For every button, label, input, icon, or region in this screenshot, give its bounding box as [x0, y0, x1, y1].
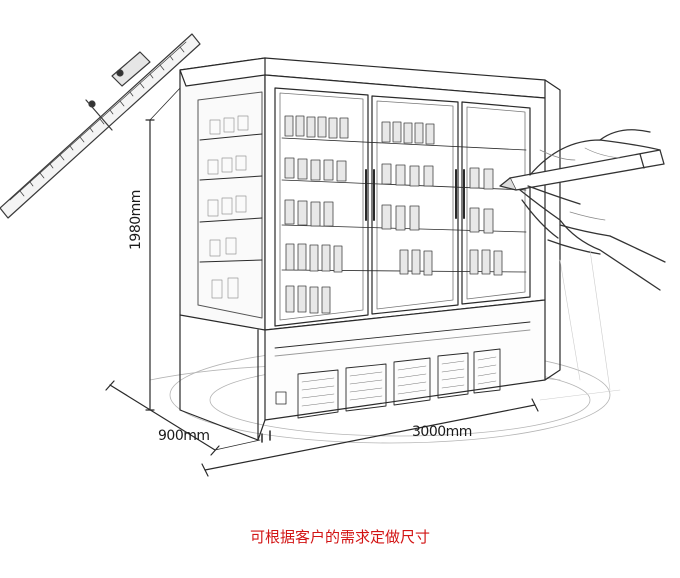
height-dimension-line: [145, 85, 183, 411]
ventilation-grilles: [261, 321, 531, 443]
glass-doors: [274, 87, 531, 327]
width-label: 3000mm: [412, 424, 472, 440]
depth-dimension-line: [105, 380, 261, 456]
stocked-shelves: [281, 115, 527, 314]
cabinet-body: [179, 57, 561, 441]
caption-text: 可根据客户的需求定做尺寸: [249, 528, 430, 546]
sketch-background: [539, 249, 621, 401]
ruler-icon: [0, 33, 201, 219]
width-dimension-line: [201, 398, 539, 477]
open-side-shelves: [197, 91, 263, 319]
hand-with-pencil-icon: [499, 129, 666, 291]
depth-label: 900mm: [158, 428, 210, 444]
height-label: 1980mm: [128, 190, 144, 250]
